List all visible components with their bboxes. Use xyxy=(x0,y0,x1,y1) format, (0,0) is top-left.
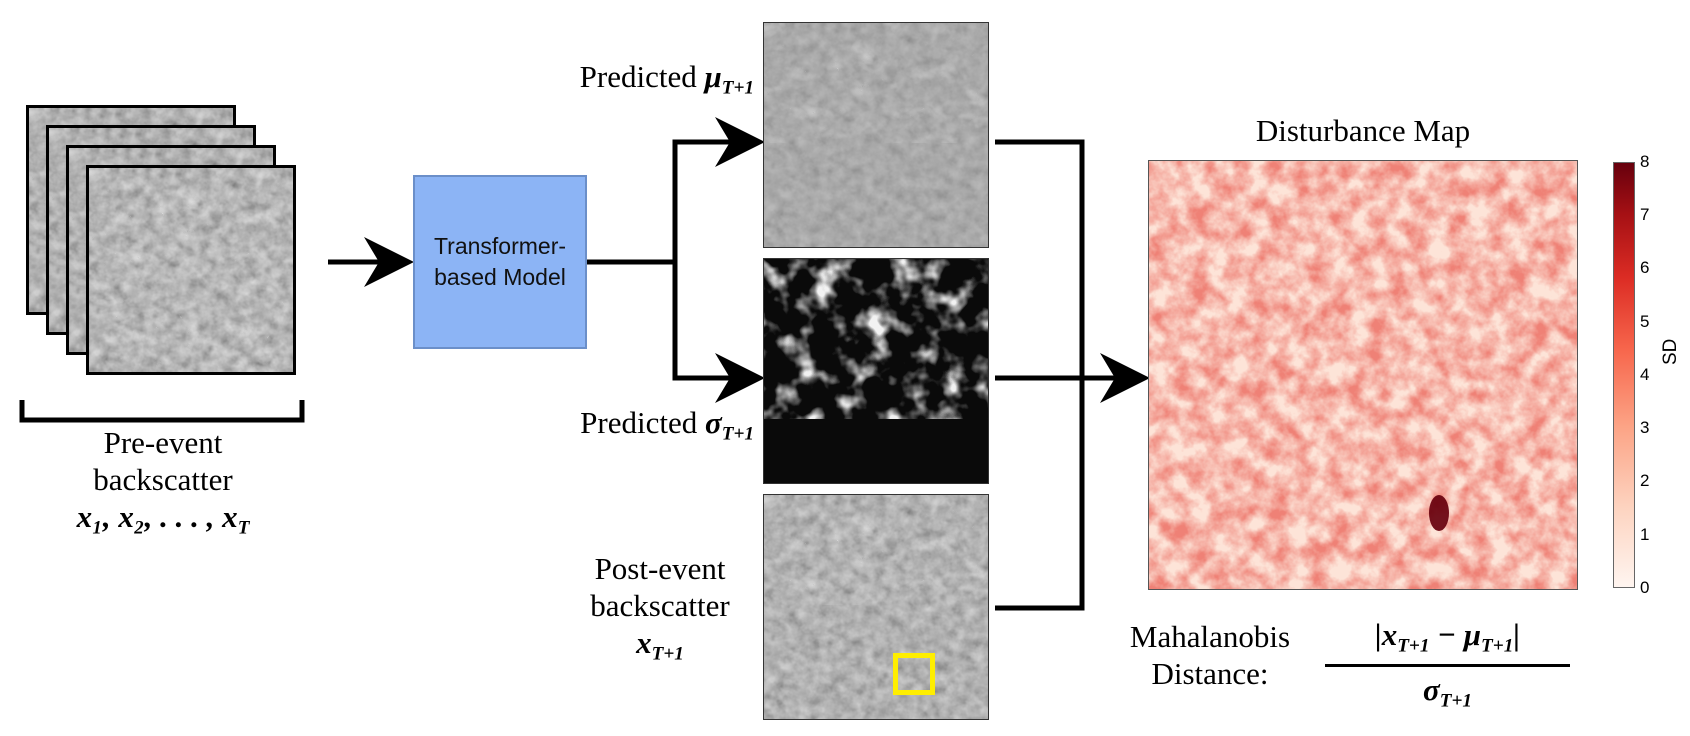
disturbance-map-title: Disturbance Map xyxy=(1255,113,1471,148)
transformer-model-box: Transformer- based Model xyxy=(413,175,587,349)
arrow-model-to-sigma xyxy=(672,262,765,403)
disturbance-hotspot xyxy=(1429,495,1449,531)
colorbar-tick: 1 xyxy=(1640,525,1650,544)
colorbar-tick: 4 xyxy=(1640,365,1650,384)
formula-fraction-bar xyxy=(1325,663,1570,667)
post-event-symbol: xT+1 xyxy=(636,625,684,666)
post-event-label-line2: backscatter xyxy=(590,588,730,624)
mahalanobis-formula: |xT+1 − μT+1| σT+1 xyxy=(1325,616,1570,713)
colorbar-tick: 6 xyxy=(1640,258,1650,277)
colorbar-tick: 5 xyxy=(1640,312,1650,331)
formula-numerator: |xT+1 − μT+1| xyxy=(1374,617,1521,657)
mahalanobis-label-line2: Distance: xyxy=(1151,656,1269,692)
formula-denominator: σT+1 xyxy=(1423,671,1472,712)
colorbar-tick: 2 xyxy=(1640,471,1650,490)
change-highlight-box xyxy=(893,653,935,695)
predicted-mu-label: Predicted μT+1 xyxy=(579,59,754,99)
model-label-line1: Transformer- xyxy=(433,232,567,259)
post-event-label: Post-event backscatter xT+1 xyxy=(560,550,760,666)
colorbar-tick: 0 xyxy=(1640,578,1650,597)
disturbance-map-image xyxy=(1148,160,1578,590)
predicted-sigma-label: Predicted σT+1 xyxy=(580,405,754,445)
colorbar-tick: 7 xyxy=(1640,205,1650,224)
colorbar-label: SD xyxy=(1660,338,1681,365)
mahalanobis-label: Mahalanobis Distance: xyxy=(1105,618,1315,692)
colorbar-ticks: 8 7 6 5 4 3 2 1 0 xyxy=(1640,152,1664,598)
pre-event-image-stack xyxy=(26,105,301,380)
pre-event-label-line2: backscatter xyxy=(93,462,233,498)
pre-event-label: Pre-event backscatter x₁, x₂, . . . , xT xyxy=(18,424,308,540)
colorbar-tick: 8 xyxy=(1640,152,1650,171)
predicted-mu-image xyxy=(763,22,989,248)
combine-bracket xyxy=(995,139,1085,611)
colorbar xyxy=(1613,162,1635,588)
pre-event-bracket xyxy=(19,400,305,423)
pre-event-frame-4 xyxy=(86,165,296,375)
arrow-model-to-mu xyxy=(586,117,765,265)
pre-event-label-line1: Pre-event xyxy=(103,425,223,460)
pre-event-formula: x₁, x₂, . . . , xT xyxy=(76,499,250,540)
model-label-line2: based Model xyxy=(434,264,566,290)
predicted-sigma-image xyxy=(763,258,989,484)
post-event-label-line1: Post-event xyxy=(594,551,726,586)
colorbar-tick: 3 xyxy=(1640,418,1650,437)
mahalanobis-label-line1: Mahalanobis xyxy=(1129,619,1291,654)
post-event-image xyxy=(763,494,989,720)
